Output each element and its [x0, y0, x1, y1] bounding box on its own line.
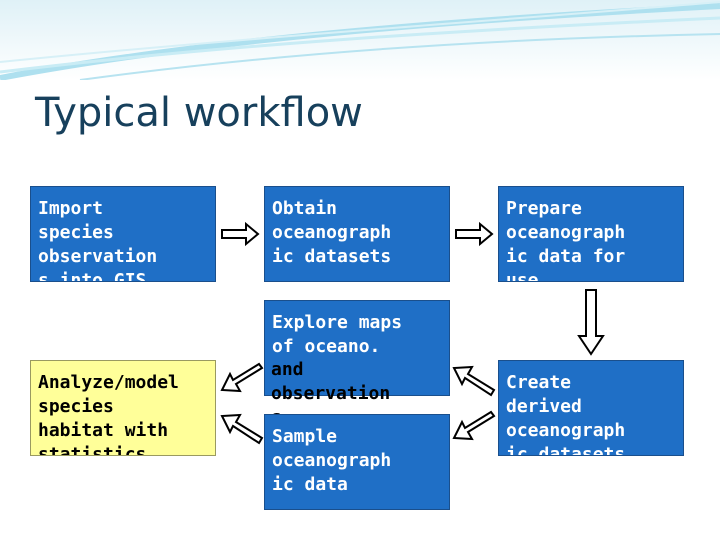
slide-title: Typical workflow — [35, 90, 363, 136]
sample-data-box: Sample oceanograph ic data — [264, 414, 450, 510]
obtain-datasets-box: Obtain oceanograph ic datasets — [264, 186, 450, 282]
arrow-to-sample-icon — [452, 410, 496, 441]
create-derived-box: Create derived oceanograph ic datasets — [498, 360, 684, 456]
arrow-explore-to-analyze-icon — [220, 362, 264, 393]
arrow-right-2-icon — [455, 221, 494, 247]
explore-maps-box: Explore maps of oceano. — [264, 300, 450, 396]
arrow-right-1-icon — [221, 221, 260, 247]
prepare-data-box: Prepare oceanograph ic data for use — [498, 186, 684, 282]
arrow-to-explore-icon — [452, 365, 496, 397]
decorative-banner — [0, 0, 720, 80]
arrow-down-icon — [577, 289, 605, 356]
analyze-model-box: Analyze/model species habitat with stati… — [30, 360, 216, 456]
arrow-sample-to-analyze-icon — [220, 413, 264, 445]
import-observations-box: Import species observation s into GIS — [30, 186, 216, 282]
